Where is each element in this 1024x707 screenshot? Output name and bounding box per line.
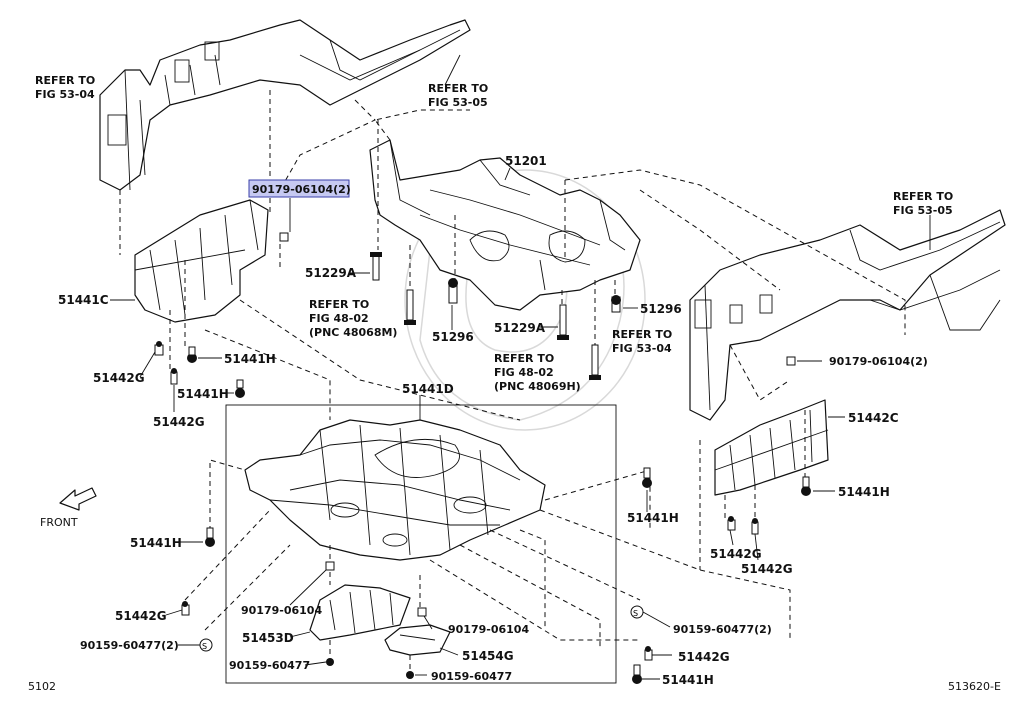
bolt-51229a-right xyxy=(557,304,569,340)
engine-under-cover-group xyxy=(225,404,617,684)
part-label-90179-06104-2-right[interactable]: 90179-06104(2) xyxy=(829,355,928,368)
clip-51442g-2 xyxy=(170,368,178,385)
refer-fig-48-02-pnc-48068m[interactable]: REFER TO FIG 48-02 (PNC 48068M) xyxy=(309,298,397,339)
screw-90159-c xyxy=(326,658,334,666)
refer-line-2: FIG 53-04 xyxy=(612,342,672,355)
part-label-51442c[interactable]: 51442C xyxy=(848,411,899,425)
clip-51442g-6 xyxy=(644,646,653,661)
refer-line-1: REFER TO xyxy=(494,352,554,365)
refer-line-3: (PNC 48069H) xyxy=(494,380,581,393)
refer-fig-53-04-right[interactable]: REFER TO FIG 53-04 xyxy=(612,328,672,355)
part-label-51441h-3[interactable]: 51441H xyxy=(130,536,182,550)
left-side-member xyxy=(99,19,471,191)
right-under-cover xyxy=(714,399,829,496)
part-label-51442g-5[interactable]: 51442G xyxy=(741,562,793,576)
refer-line-1: REFER TO xyxy=(612,328,672,341)
bolt-51296-left xyxy=(448,278,458,304)
bolt-51296-right xyxy=(611,295,621,313)
part-label-51453d[interactable]: 51453D xyxy=(242,631,294,645)
clip-51442g-4 xyxy=(727,516,736,531)
refer-line-2: FIG 53-04 xyxy=(35,88,95,101)
part-label-90179-06104-a[interactable]: 90179-06104 xyxy=(241,604,322,617)
part-label-51442g-6[interactable]: 51442G xyxy=(678,650,730,664)
clip-51442g-5 xyxy=(751,518,759,535)
clip-90179-top xyxy=(279,232,289,242)
screw-90159-d xyxy=(406,671,414,679)
part-label-51441d[interactable]: 51441D xyxy=(402,382,454,396)
part-label-51442g-3[interactable]: 51442G xyxy=(115,609,167,623)
part-label-90159-60477-2-left[interactable]: 90159-60477(2) xyxy=(80,639,179,652)
refer-fig-53-05-top[interactable]: REFER TO FIG 53-05 xyxy=(428,82,488,109)
part-label-90159-60477-d[interactable]: 90159-60477 xyxy=(431,670,512,683)
part-label-51441c[interactable]: 51441C xyxy=(58,293,109,307)
refer-line-1: REFER TO xyxy=(893,190,953,203)
part-label-51441h-1[interactable]: 51441H xyxy=(224,352,276,366)
svg-text:S: S xyxy=(202,642,207,651)
part-label-51442g-2[interactable]: 51442G xyxy=(153,415,205,429)
part-label-51442g-4[interactable]: 51442G xyxy=(710,547,762,561)
clip-51442g-3 xyxy=(181,601,190,616)
bolt-51441h-2 xyxy=(235,379,245,398)
part-label-51441h-2[interactable]: 51441H xyxy=(177,387,229,401)
refer-line-1: REFER TO xyxy=(35,74,95,87)
refer-line-1: REFER TO xyxy=(309,298,369,311)
part-label-90179-06104-2-highlighted[interactable]: 90179-06104(2) xyxy=(252,183,351,196)
refer-fig-48-02-pnc-48069h[interactable]: REFER TO FIG 48-02 (PNC 48069H) xyxy=(494,352,581,393)
part-label-90159-60477-2-right[interactable]: 90159-60477(2) xyxy=(673,623,772,636)
bolt-51441h-5 xyxy=(801,476,811,496)
bolt-51441h-1 xyxy=(187,346,197,363)
screw-90159-left: S xyxy=(199,638,213,652)
part-label-51201[interactable]: 51201 xyxy=(505,154,547,168)
bolt-48069h xyxy=(589,344,601,380)
bolt-51229a-left xyxy=(370,252,382,281)
refer-line-2: FIG 53-05 xyxy=(893,204,953,217)
footer-diagram-id: 513620-E xyxy=(948,680,1001,693)
refer-line-2: FIG 48-02 xyxy=(309,312,369,325)
fasteners: S S xyxy=(154,232,811,684)
part-label-90179-06104-b[interactable]: 90179-06104 xyxy=(448,623,529,636)
clip-51442g-1 xyxy=(154,341,164,356)
refer-fig-53-05-right[interactable]: REFER TO FIG 53-05 xyxy=(893,190,953,217)
bolt-51441h-3 xyxy=(205,527,215,547)
bolt-51441h-4 xyxy=(642,467,652,488)
refer-line-2: FIG 53-05 xyxy=(428,96,488,109)
svg-text:S: S xyxy=(633,609,638,618)
clip-90179-right xyxy=(786,356,796,366)
part-label-90159-60477-c[interactable]: 90159-60477 xyxy=(229,659,310,672)
refer-line-1: REFER TO xyxy=(428,82,488,95)
left-under-cover xyxy=(134,199,269,323)
refer-line-2: FIG 48-02 xyxy=(494,366,554,379)
refer-fig-53-04-left[interactable]: REFER TO FIG 53-04 xyxy=(35,74,95,101)
clip-90179-a xyxy=(325,561,335,571)
part-label-51296-left[interactable]: 51296 xyxy=(432,330,474,344)
refer-line-3: (PNC 48068M) xyxy=(309,326,397,339)
front-arrow xyxy=(59,487,97,511)
part-label-51229a-left[interactable]: 51229A xyxy=(305,266,357,280)
part-label-51441h-6[interactable]: 51441H xyxy=(662,673,714,687)
bolt-48068m xyxy=(404,289,416,325)
highlight-box xyxy=(248,179,350,198)
part-label-51441h-4[interactable]: 51441H xyxy=(627,511,679,525)
part-label-51296-right[interactable]: 51296 xyxy=(640,302,682,316)
clip-90179-b xyxy=(417,607,427,617)
part-label-51442g-1[interactable]: 51442G xyxy=(93,371,145,385)
right-side-member xyxy=(689,209,1006,421)
bolt-51441h-6 xyxy=(632,664,642,684)
part-label-51441h-5[interactable]: 51441H xyxy=(838,485,890,499)
front-label: FRONT xyxy=(40,516,78,529)
part-label-51454g[interactable]: 51454G xyxy=(462,649,514,663)
screw-90159-right: S xyxy=(630,605,644,619)
leader-lines xyxy=(110,54,931,680)
front-crossmember xyxy=(369,139,641,311)
footer-page-code: 5102 xyxy=(28,680,56,693)
part-label-51229a-right[interactable]: 51229A xyxy=(494,321,546,335)
